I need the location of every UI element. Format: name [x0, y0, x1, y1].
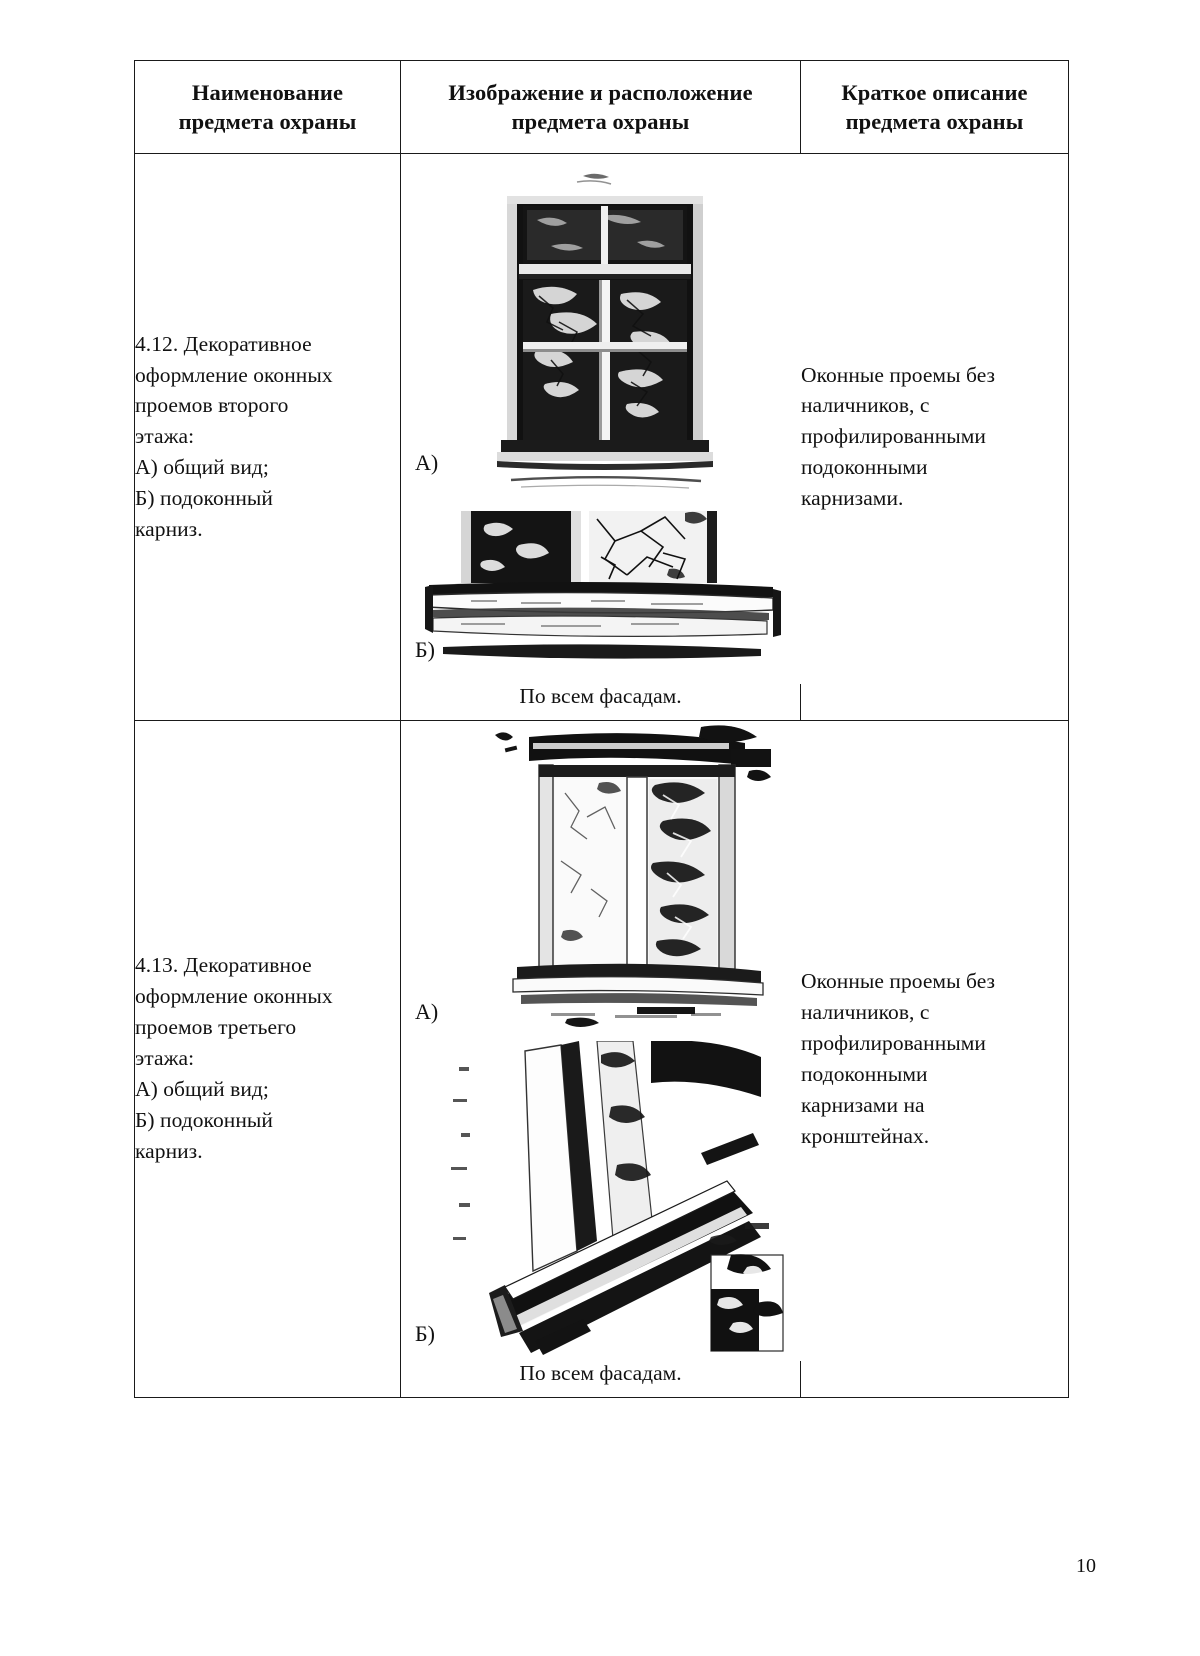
figure-a-window-general-view: А): [401, 154, 801, 499]
figure-caption: По всем фасадам.: [519, 684, 682, 708]
item-name-text: 4.13. Декоративное оформление оконных пр…: [135, 953, 333, 1164]
cell-item-description: Оконные проемы без наличников, с профили…: [800, 719, 1069, 1398]
item-description-text: Оконные проемы без наличников, с профили…: [801, 968, 996, 1148]
figure-label-b: Б): [415, 1320, 435, 1346]
protection-items-table: Наименование предмета охраны Изображение…: [134, 60, 1069, 1398]
protection-items-table-wrapper: Наименование предмета охраны Изображение…: [134, 60, 1069, 1398]
header-cell-image: Изображение и расположение предмета охра…: [400, 60, 801, 154]
table-row: 4.12. Декоративное оформление оконных пр…: [134, 153, 1069, 721]
figure-stack: А): [401, 720, 801, 1397]
item-name-text: 4.12. Декоративное оформление оконных пр…: [135, 331, 333, 542]
figure-b-sill-cornice-on-brackets: Б): [401, 1040, 801, 1361]
figure-label-b: Б): [415, 637, 435, 662]
header-label-name: Наименование предмета охраны: [178, 79, 357, 134]
table-header-row: Наименование предмета охраны Изображение…: [134, 60, 1069, 154]
cell-item-image: А): [400, 719, 801, 1398]
table-row: 4.13. Декоративное оформление оконных пр…: [134, 719, 1069, 1398]
cell-item-description: Оконные проемы без наличников, с профили…: [800, 153, 1069, 721]
cell-item-image: А): [400, 153, 801, 721]
figure-caption: По всем фасадам.: [519, 1360, 682, 1385]
header-cell-name: Наименование предмета охраны: [134, 60, 401, 154]
header-label-image: Изображение и расположение предмета охра…: [448, 79, 753, 134]
header-cell-description: Краткое описание предмета охраны: [800, 60, 1069, 154]
cell-item-name: 4.13. Декоративное оформление оконных пр…: [134, 719, 401, 1398]
figure-stack: А): [401, 154, 801, 720]
item-description-text: Оконные проемы без наличников, с профили…: [801, 362, 996, 511]
header-label-description: Краткое описание предмета охраны: [841, 79, 1028, 134]
figure-label-a: А): [415, 450, 439, 475]
figure-a-window-general-view: А): [401, 720, 801, 1041]
cell-item-name: 4.12. Декоративное оформление оконных пр…: [134, 153, 401, 721]
figure-label-a: А): [415, 998, 439, 1024]
figure-b-sill-cornice-detail: Б): [401, 499, 801, 684]
page-number: 10: [1076, 1555, 1096, 1577]
